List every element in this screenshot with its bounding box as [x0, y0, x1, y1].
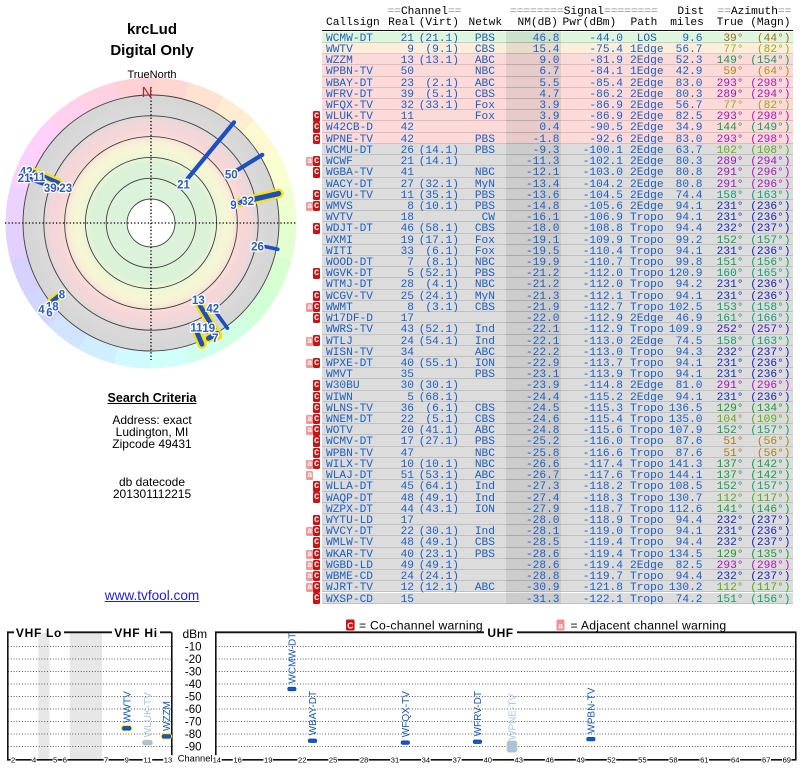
svg-text:WCMW-DT: WCMW-DT	[288, 633, 299, 684]
svg-text:-40: -40	[185, 679, 202, 691]
svg-text:19: 19	[202, 323, 215, 335]
svg-text:34: 34	[422, 756, 430, 765]
svg-text:14: 14	[213, 756, 221, 765]
svg-text:Channel: Channel	[178, 753, 213, 763]
svg-text:-10: -10	[185, 641, 202, 653]
svg-text:5: 5	[53, 756, 57, 765]
svg-text:11: 11	[143, 756, 151, 765]
svg-text:-30: -30	[185, 666, 202, 678]
svg-text:VHF Lo: VHF Lo	[16, 626, 62, 640]
svg-text:-50: -50	[185, 691, 202, 703]
svg-text:= Adjacent channel warning: = Adjacent channel warning	[571, 618, 727, 632]
svg-text:VHF Hi: VHF Hi	[114, 626, 158, 640]
svg-text:WZZM: WZZM	[162, 701, 173, 731]
svg-text:16: 16	[233, 756, 241, 765]
svg-text:dBm: dBm	[183, 627, 208, 641]
svg-text:8: 8	[59, 289, 66, 301]
svg-text:26: 26	[251, 241, 264, 253]
svg-text:7: 7	[212, 333, 218, 345]
svg-text:= Co-channel warning: = Co-channel warning	[359, 618, 483, 632]
svg-text:69: 69	[783, 756, 791, 765]
svg-text:13: 13	[164, 756, 172, 765]
svg-text:9: 9	[125, 756, 129, 765]
svg-text:21: 21	[18, 173, 31, 185]
svg-text:C: C	[347, 621, 353, 631]
svg-text:6: 6	[63, 756, 67, 765]
svg-text:-20: -20	[185, 654, 202, 666]
svg-text:11: 11	[33, 172, 46, 184]
svg-text:6: 6	[46, 308, 52, 320]
svg-text:67: 67	[762, 756, 770, 765]
svg-text:a: a	[558, 621, 563, 631]
svg-text:-80: -80	[185, 729, 202, 741]
svg-text:64: 64	[731, 756, 739, 765]
svg-text:4: 4	[38, 305, 45, 317]
svg-text:4: 4	[32, 756, 36, 765]
svg-text:42: 42	[206, 303, 219, 315]
svg-text:7: 7	[104, 756, 108, 765]
svg-text:31: 31	[391, 756, 399, 765]
svg-text:18: 18	[46, 302, 59, 314]
svg-text:32: 32	[241, 196, 254, 208]
svg-text:55: 55	[638, 756, 646, 765]
svg-text:58: 58	[669, 756, 677, 765]
svg-text:WBAY-DT: WBAY-DT	[308, 691, 319, 735]
svg-text:39: 39	[44, 183, 57, 195]
svg-text:WFRV-DT: WFRV-DT	[473, 691, 484, 736]
svg-text:50: 50	[225, 170, 238, 182]
svg-text:WWTV: WWTV	[122, 691, 133, 723]
svg-text:23: 23	[59, 183, 72, 195]
svg-text:52: 52	[607, 756, 615, 765]
svg-text:49: 49	[576, 756, 584, 765]
svg-text:-60: -60	[185, 704, 202, 716]
svg-text:UHF: UHF	[487, 626, 513, 640]
svg-text:13: 13	[192, 295, 205, 307]
svg-text:43: 43	[514, 756, 522, 765]
svg-text:21: 21	[177, 180, 190, 192]
svg-text:40: 40	[484, 756, 492, 765]
svg-text:WFQX-TV: WFQX-TV	[401, 691, 412, 737]
svg-text:46: 46	[545, 756, 553, 765]
svg-text:19: 19	[264, 756, 272, 765]
svg-text:11: 11	[190, 323, 203, 335]
svg-text:2: 2	[11, 756, 15, 765]
svg-text:-90: -90	[185, 741, 202, 753]
svg-text:25: 25	[329, 756, 337, 765]
svg-text:WPBN-TV: WPBN-TV	[587, 687, 598, 733]
svg-text:22: 22	[298, 756, 306, 765]
svg-text:9: 9	[230, 200, 236, 212]
svg-text:61: 61	[700, 756, 708, 765]
svg-text:WLUK-TV: WLUK-TV	[143, 692, 154, 737]
svg-text:-70: -70	[185, 716, 202, 728]
svg-text:37: 37	[453, 756, 461, 765]
svg-text:28: 28	[360, 756, 368, 765]
svg-text:42: 42	[20, 166, 33, 178]
svg-text:WPNE-TV: WPNE-TV	[508, 694, 519, 740]
